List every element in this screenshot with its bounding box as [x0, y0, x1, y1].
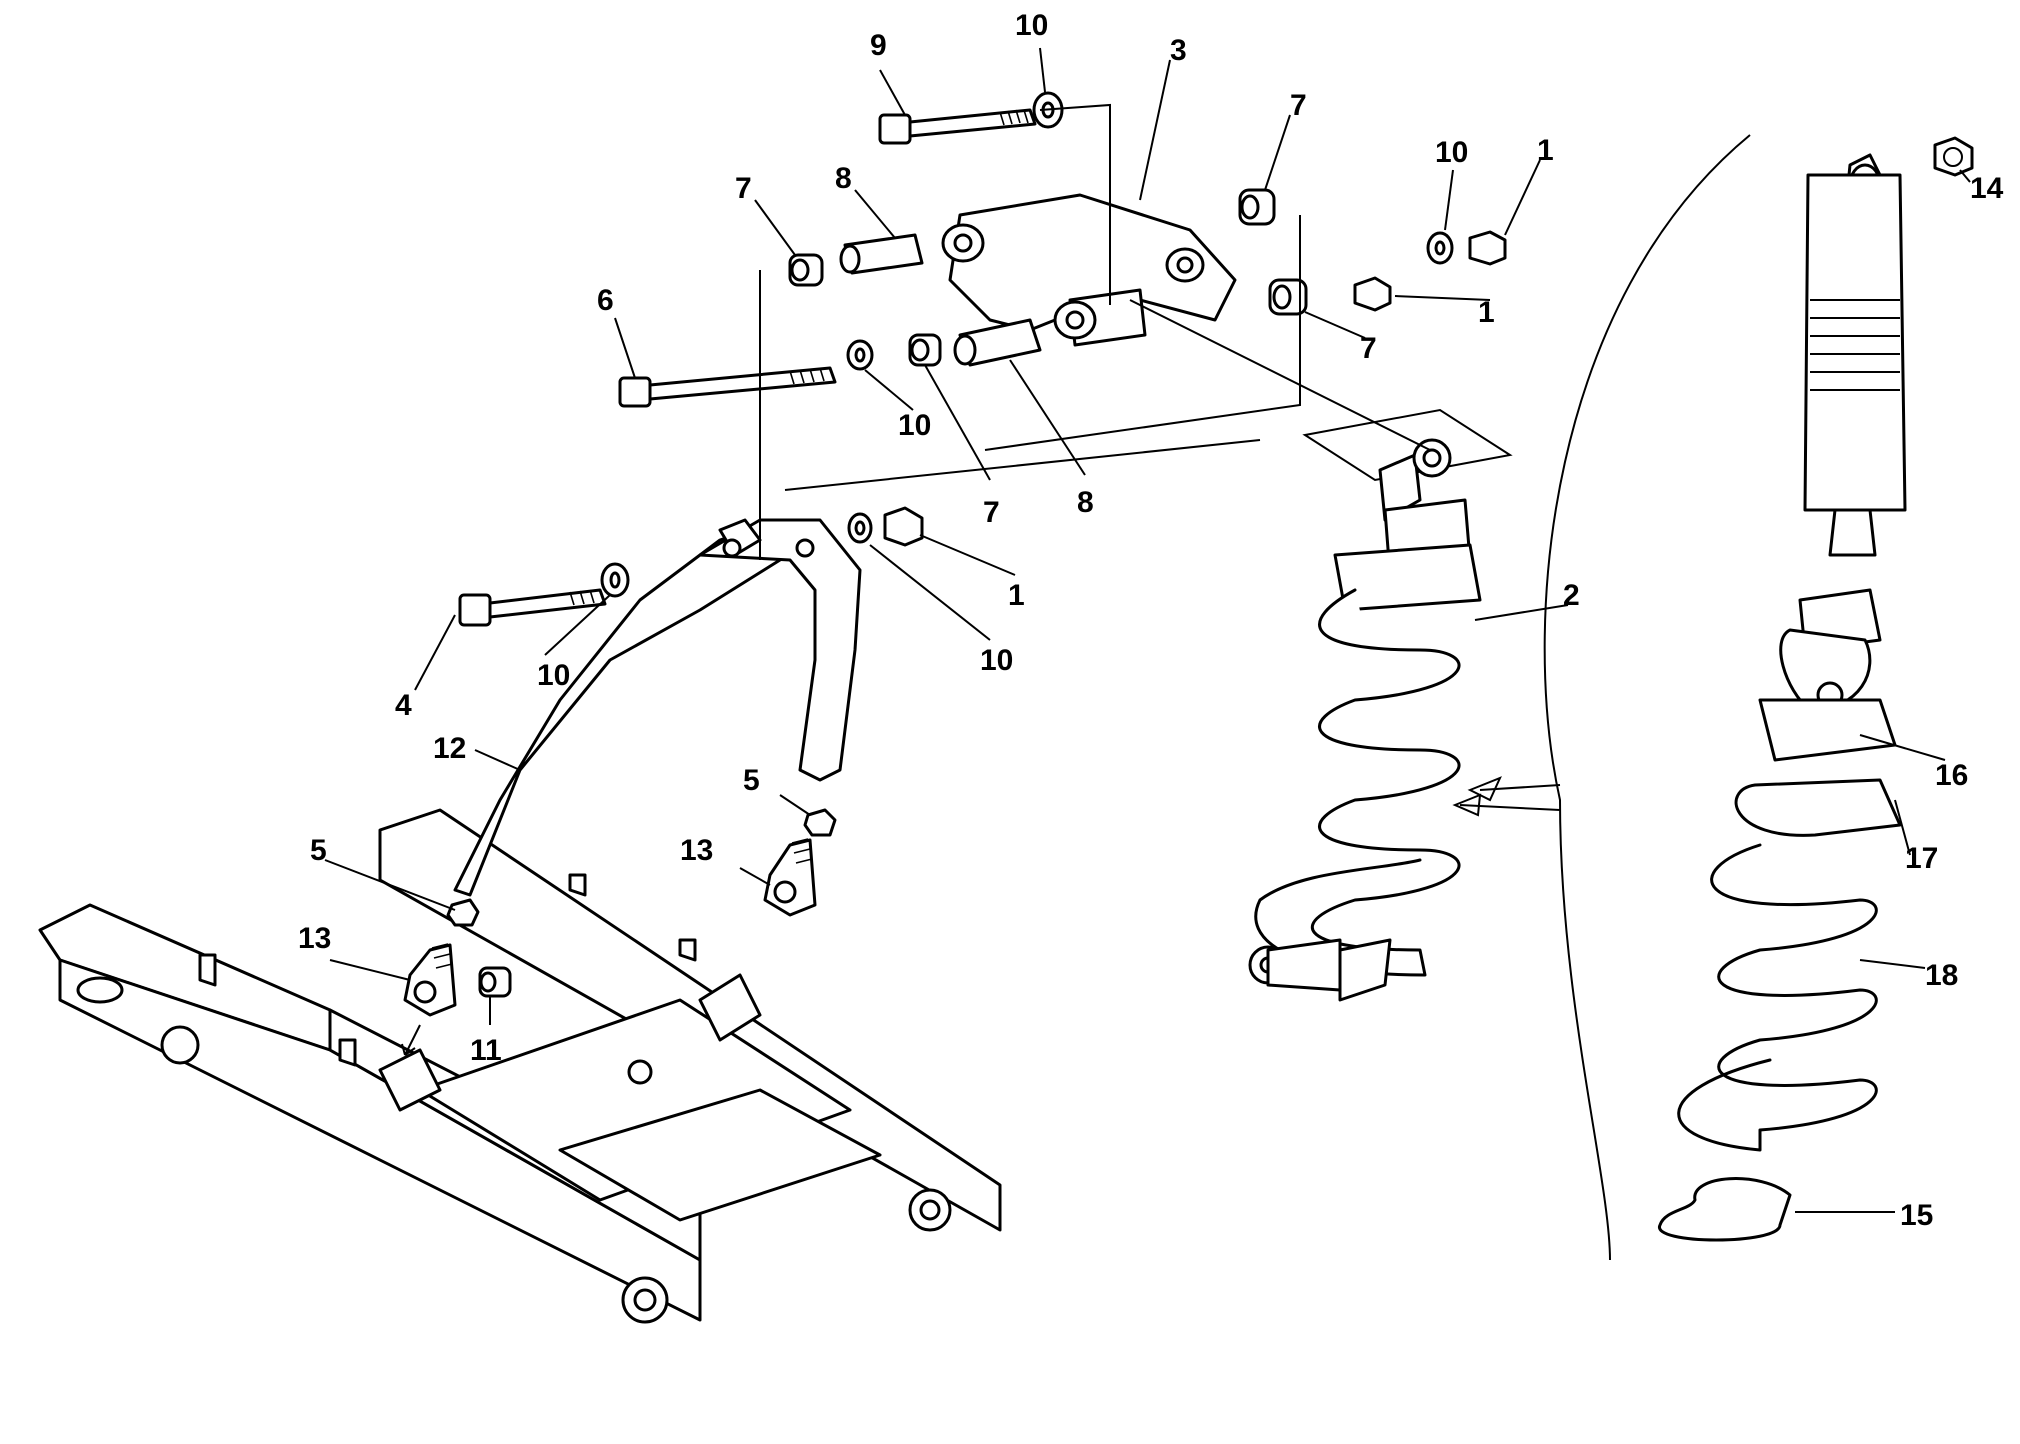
- callout-3: 3: [1170, 34, 1187, 67]
- callout-16: 16: [1935, 759, 1968, 792]
- callout-5: 5: [743, 764, 760, 797]
- callout-10: 10: [980, 644, 1013, 677]
- callout-7: 7: [1360, 332, 1377, 365]
- pull-rod: [453, 518, 862, 897]
- callout-2: 2: [1563, 579, 1580, 612]
- callout-7: 7: [983, 496, 1000, 529]
- callout-10: 10: [1435, 136, 1468, 169]
- callout-14: 14: [1970, 172, 2004, 205]
- callout-12: 12: [433, 732, 466, 765]
- callout-4: 4: [395, 689, 412, 722]
- callout-1: 1: [1478, 296, 1495, 329]
- callout-numbers: 9 10 3 7 10 1 14 7 8 6 1 7 10 7 8 1 2 10…: [298, 9, 2004, 1232]
- callout-7: 7: [1290, 89, 1307, 122]
- guide-lines: [401, 103, 1751, 1261]
- callout-1: 1: [1008, 579, 1025, 612]
- hardware-parts: [403, 91, 1974, 1017]
- callout-10: 10: [1015, 9, 1048, 42]
- shock-absorber-exploded: [1658, 153, 1907, 1242]
- callout-10: 10: [898, 409, 931, 442]
- callout-7: 7: [735, 172, 752, 205]
- callout-8: 8: [835, 162, 852, 195]
- callout-5: 5: [310, 834, 327, 867]
- callout-8: 8: [1077, 486, 1094, 519]
- callout-9: 9: [870, 29, 887, 62]
- callout-13: 13: [680, 834, 713, 867]
- callout-11: 11: [470, 1034, 502, 1067]
- rocker-link: [941, 193, 1237, 347]
- callout-13: 13: [298, 922, 331, 955]
- callout-leaders: [324, 47, 1971, 1213]
- shock-absorber-assembled: [1248, 408, 1513, 1002]
- callout-6: 6: [597, 284, 614, 317]
- callout-1: 1: [1537, 134, 1554, 167]
- callout-10: 10: [537, 659, 570, 692]
- swingarm: [38, 808, 1002, 1324]
- callout-18: 18: [1925, 959, 1958, 992]
- callout-17: 17: [1905, 842, 1938, 875]
- callout-15: 15: [1900, 1199, 1933, 1232]
